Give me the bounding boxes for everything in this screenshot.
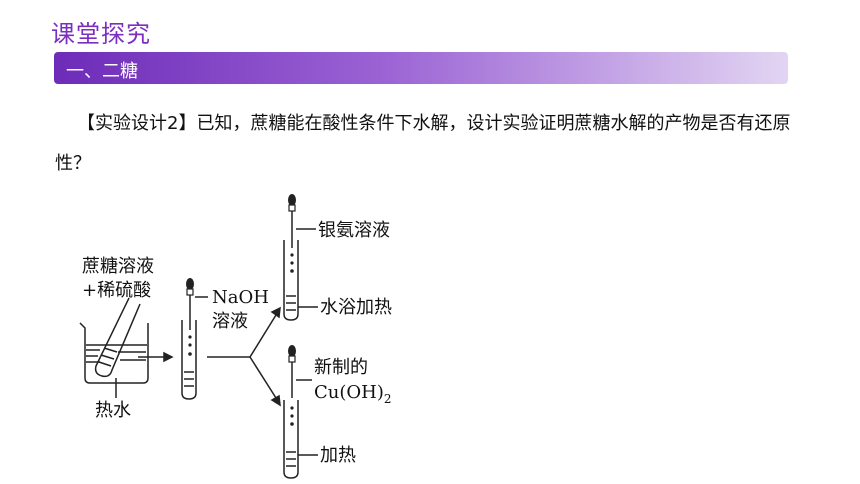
naoh-dropper [186,278,194,356]
label-naoh-solution: 溶液 [212,311,248,332]
arrow-to-naoh-tube [138,351,174,363]
section-label: 一、二糖 [66,61,138,82]
label-fresh-made: 新制的 [314,357,368,378]
question-paragraph: 【实验设计2】已知，蔗糖能在酸性条件下水解，设计实验证明蔗糖水解的产物是否有还原… [55,104,795,184]
beaker [79,322,149,384]
question-text: 【实验设计2】已知，蔗糖能在酸性条件下水解，设计实验证明蔗糖水解的产物是否有还原… [55,113,791,174]
label-water-bath: 水浴加热 [320,297,392,318]
silver-ammonia-dropper [288,194,296,273]
label-acid: +稀硫酸 [82,280,151,301]
label-cuoh-subscript: 2 [384,392,392,406]
label-cuoh: Cu(OH)2 [314,382,392,406]
label-silver-ammonia: 银氨溶液 [318,220,390,241]
tilted-test-tube [94,297,141,378]
cuoh-test-tube [283,400,299,479]
label-heat: 加热 [320,445,356,466]
naoh-test-tube [181,320,197,400]
branch-arrows [207,306,281,407]
silver-ammonia-test-tube [283,240,299,321]
cuoh-dropper [288,345,296,426]
label-sucrose: 蔗糖溶液 [82,256,154,277]
label-hot-water: 热水 [95,400,131,421]
page-title: 课堂探究 [51,20,151,48]
label-naoh: NaOH [212,287,269,308]
label-cuoh-main: Cu(OH) [314,382,384,403]
section-header-bar: 一、二糖 [54,52,788,84]
